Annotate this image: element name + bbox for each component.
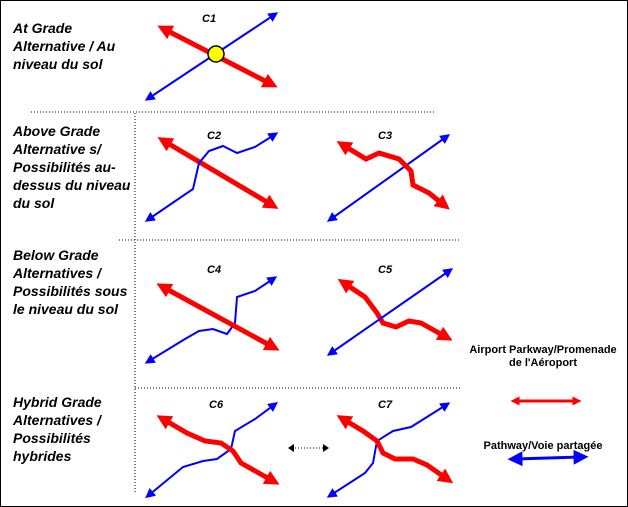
crossing-label: C5 [378, 264, 393, 276]
parkway-line [337, 278, 453, 341]
legend-pathway-arrow [507, 449, 589, 467]
legend-pathway-label: Pathway/Voie partagée [483, 440, 603, 452]
comparison-arrowhead-left [288, 444, 294, 452]
crossing-c5: C5 [326, 264, 454, 356]
crossing-label: C3 [378, 130, 392, 142]
crossing-c1: C1 [144, 12, 279, 101]
crossing-c6: C6 [145, 399, 280, 499]
crossing-c7: C7 [326, 399, 454, 498]
row-label-below-grade: Below Grade Alternatives / Possibilités … [13, 247, 128, 317]
parkway-line [156, 283, 280, 351]
pathway-line [145, 402, 279, 499]
crossing-c4: C4 [144, 264, 280, 364]
parkway-line [157, 137, 279, 209]
pathway-line [326, 268, 454, 356]
parkway-line [156, 415, 280, 485]
row-label-hybrid-grade: Hybrid Grade Alternatives / Possibilités… [13, 394, 102, 464]
crossing-label: C4 [207, 264, 221, 276]
crossing-label: C7 [378, 399, 393, 411]
junction-marker [207, 45, 225, 63]
crossing-label: C2 [207, 130, 221, 142]
pathway-line [144, 132, 279, 222]
row-label-above-grade: Above Grade Alternative s/ Possibilités … [13, 123, 131, 211]
pathway-line [326, 402, 451, 498]
legend-airport-label: Airport Parkway/Promenade de l'Aéroport [469, 344, 617, 369]
row-label-at-grade: At Grade Alternative / Au niveau du sol [13, 20, 116, 72]
comparison-arrowhead-right [323, 444, 329, 452]
crossing-c2: C2 [144, 130, 279, 222]
crossing-label: C6 [209, 399, 224, 411]
parkway-line [336, 141, 450, 210]
crossing-c3: C3 [326, 130, 451, 222]
parkway-line [336, 415, 454, 484]
crossing-label: C1 [202, 13, 216, 25]
